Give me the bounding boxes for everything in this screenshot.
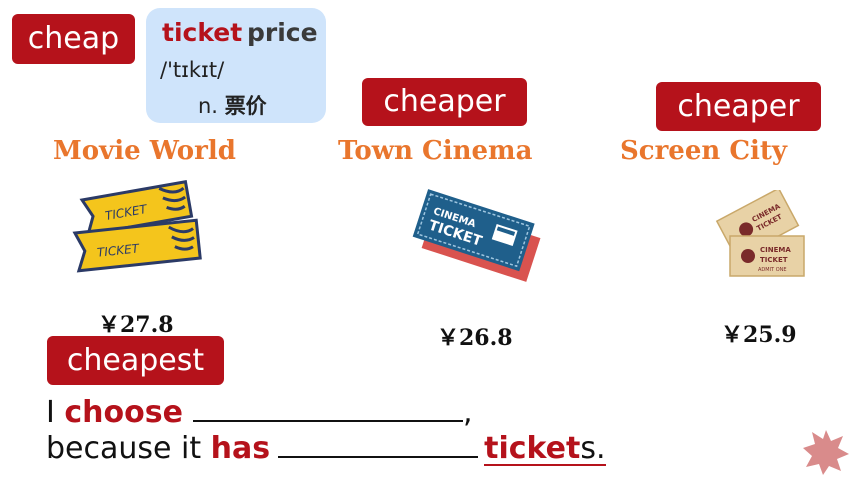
line1-end: , [462,395,473,430]
price-movie-world: ￥27.8 [98,312,174,338]
cheaper-tag-2: cheaper [656,82,821,131]
vocab-chinese: 票价 [224,94,267,118]
vocab-phonetic: /'tɪkɪt/ [160,58,225,82]
cheap-tag: cheap [12,14,135,64]
ticket-label-5: TICKET [760,256,788,264]
cinema-name-movie-world: Movie World [53,136,236,166]
line2-suffix: s. [580,431,606,466]
choose-word: choose [64,395,183,430]
vocab-meaning: n. 票价 [198,90,267,120]
answer-blank-2[interactable] [278,430,479,458]
answer-blank-1[interactable] [192,394,463,422]
ticket-word: ticket [484,431,581,466]
cinema-label-3: CINEMA [760,246,791,254]
star-badge-icon [803,430,849,475]
beige-cinema-ticket-icon: CINEMA TICKET CINEMA TICKET ADMIT ONE [715,190,805,277]
price-screen-city: ￥25.9 [721,322,797,348]
line1-prefix: I [46,395,65,430]
cheaper-tag-1: cheaper [362,78,527,126]
vocab-word-ticket: ticket [162,18,243,47]
price-town-cinema: ￥26.8 [437,325,513,351]
sentence-line-1: I choose, [46,394,473,428]
sentence-line-2: because it has tickets. [46,430,606,466]
cinema-name-screen-city: Screen City [620,136,788,166]
admit-label: ADMIT ONE [758,267,787,273]
vocab-pos: n. [198,94,218,118]
vocab-word-price: price [247,18,318,47]
blue-cinema-ticket-icon: CINEMA TICKET [412,189,541,282]
vocab-card: ticket price /'tɪkɪt/ n. 票价 [146,8,326,123]
cinema-name-town-cinema: Town Cinema [338,136,533,166]
yellow-tickets-icon: TICKET TICKET [72,180,202,273]
cheapest-tag: cheapest [47,336,224,385]
ticket-label-2: TICKET [96,241,141,259]
line2-prefix: because it [46,431,211,466]
has-word: has [210,431,271,466]
